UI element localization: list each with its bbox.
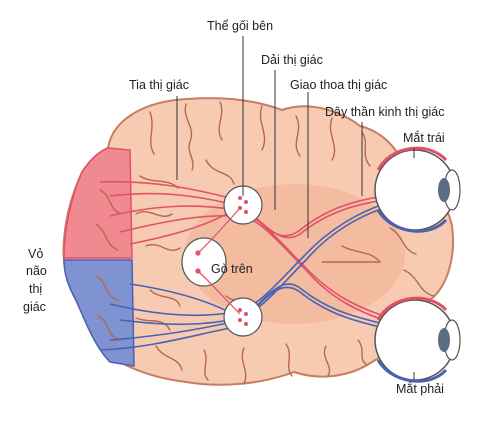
label-visual-cortex-4: giác — [23, 300, 46, 314]
label-optic-nerve: Dây thần kinh thị giác — [325, 105, 445, 119]
colliculus-connector-top — [197, 207, 241, 254]
label-visual-cortex-2: não — [26, 264, 47, 278]
label-left-eye: Mắt trái — [403, 130, 445, 145]
right-eye — [374, 296, 461, 383]
right-eye-pupil — [438, 328, 450, 352]
visual-cortex-right-blue — [63, 259, 135, 367]
label-superior-colliculus: Gò trên — [211, 262, 253, 276]
lgn-synapse-dots — [238, 196, 248, 326]
label-right-eye: Mắt phải — [396, 381, 444, 396]
label-visual-cortex-3: thị — [29, 282, 42, 296]
superior-colliculus-region — [181, 237, 227, 287]
leader-lines — [176, 36, 415, 380]
label-optic-tract: Dải thị giác — [261, 53, 323, 67]
brain-sulci — [95, 101, 435, 385]
label-optic-chiasm: Giao thoa thị giác — [290, 78, 387, 92]
label-optic-radiation: Tia thị giác — [129, 78, 189, 92]
label-visual-cortex-1: Vỏ — [28, 247, 43, 261]
colliculus-connector-bottom — [197, 270, 241, 315]
visual-cortex-left-red — [63, 147, 133, 259]
blue-pathway-fibers — [99, 203, 385, 351]
left-eye-pupil — [438, 178, 450, 202]
red-pathway-fibers — [99, 180, 385, 321]
label-lateral-geniculate: Thể gối bên — [207, 19, 273, 33]
left-eye — [374, 146, 461, 233]
